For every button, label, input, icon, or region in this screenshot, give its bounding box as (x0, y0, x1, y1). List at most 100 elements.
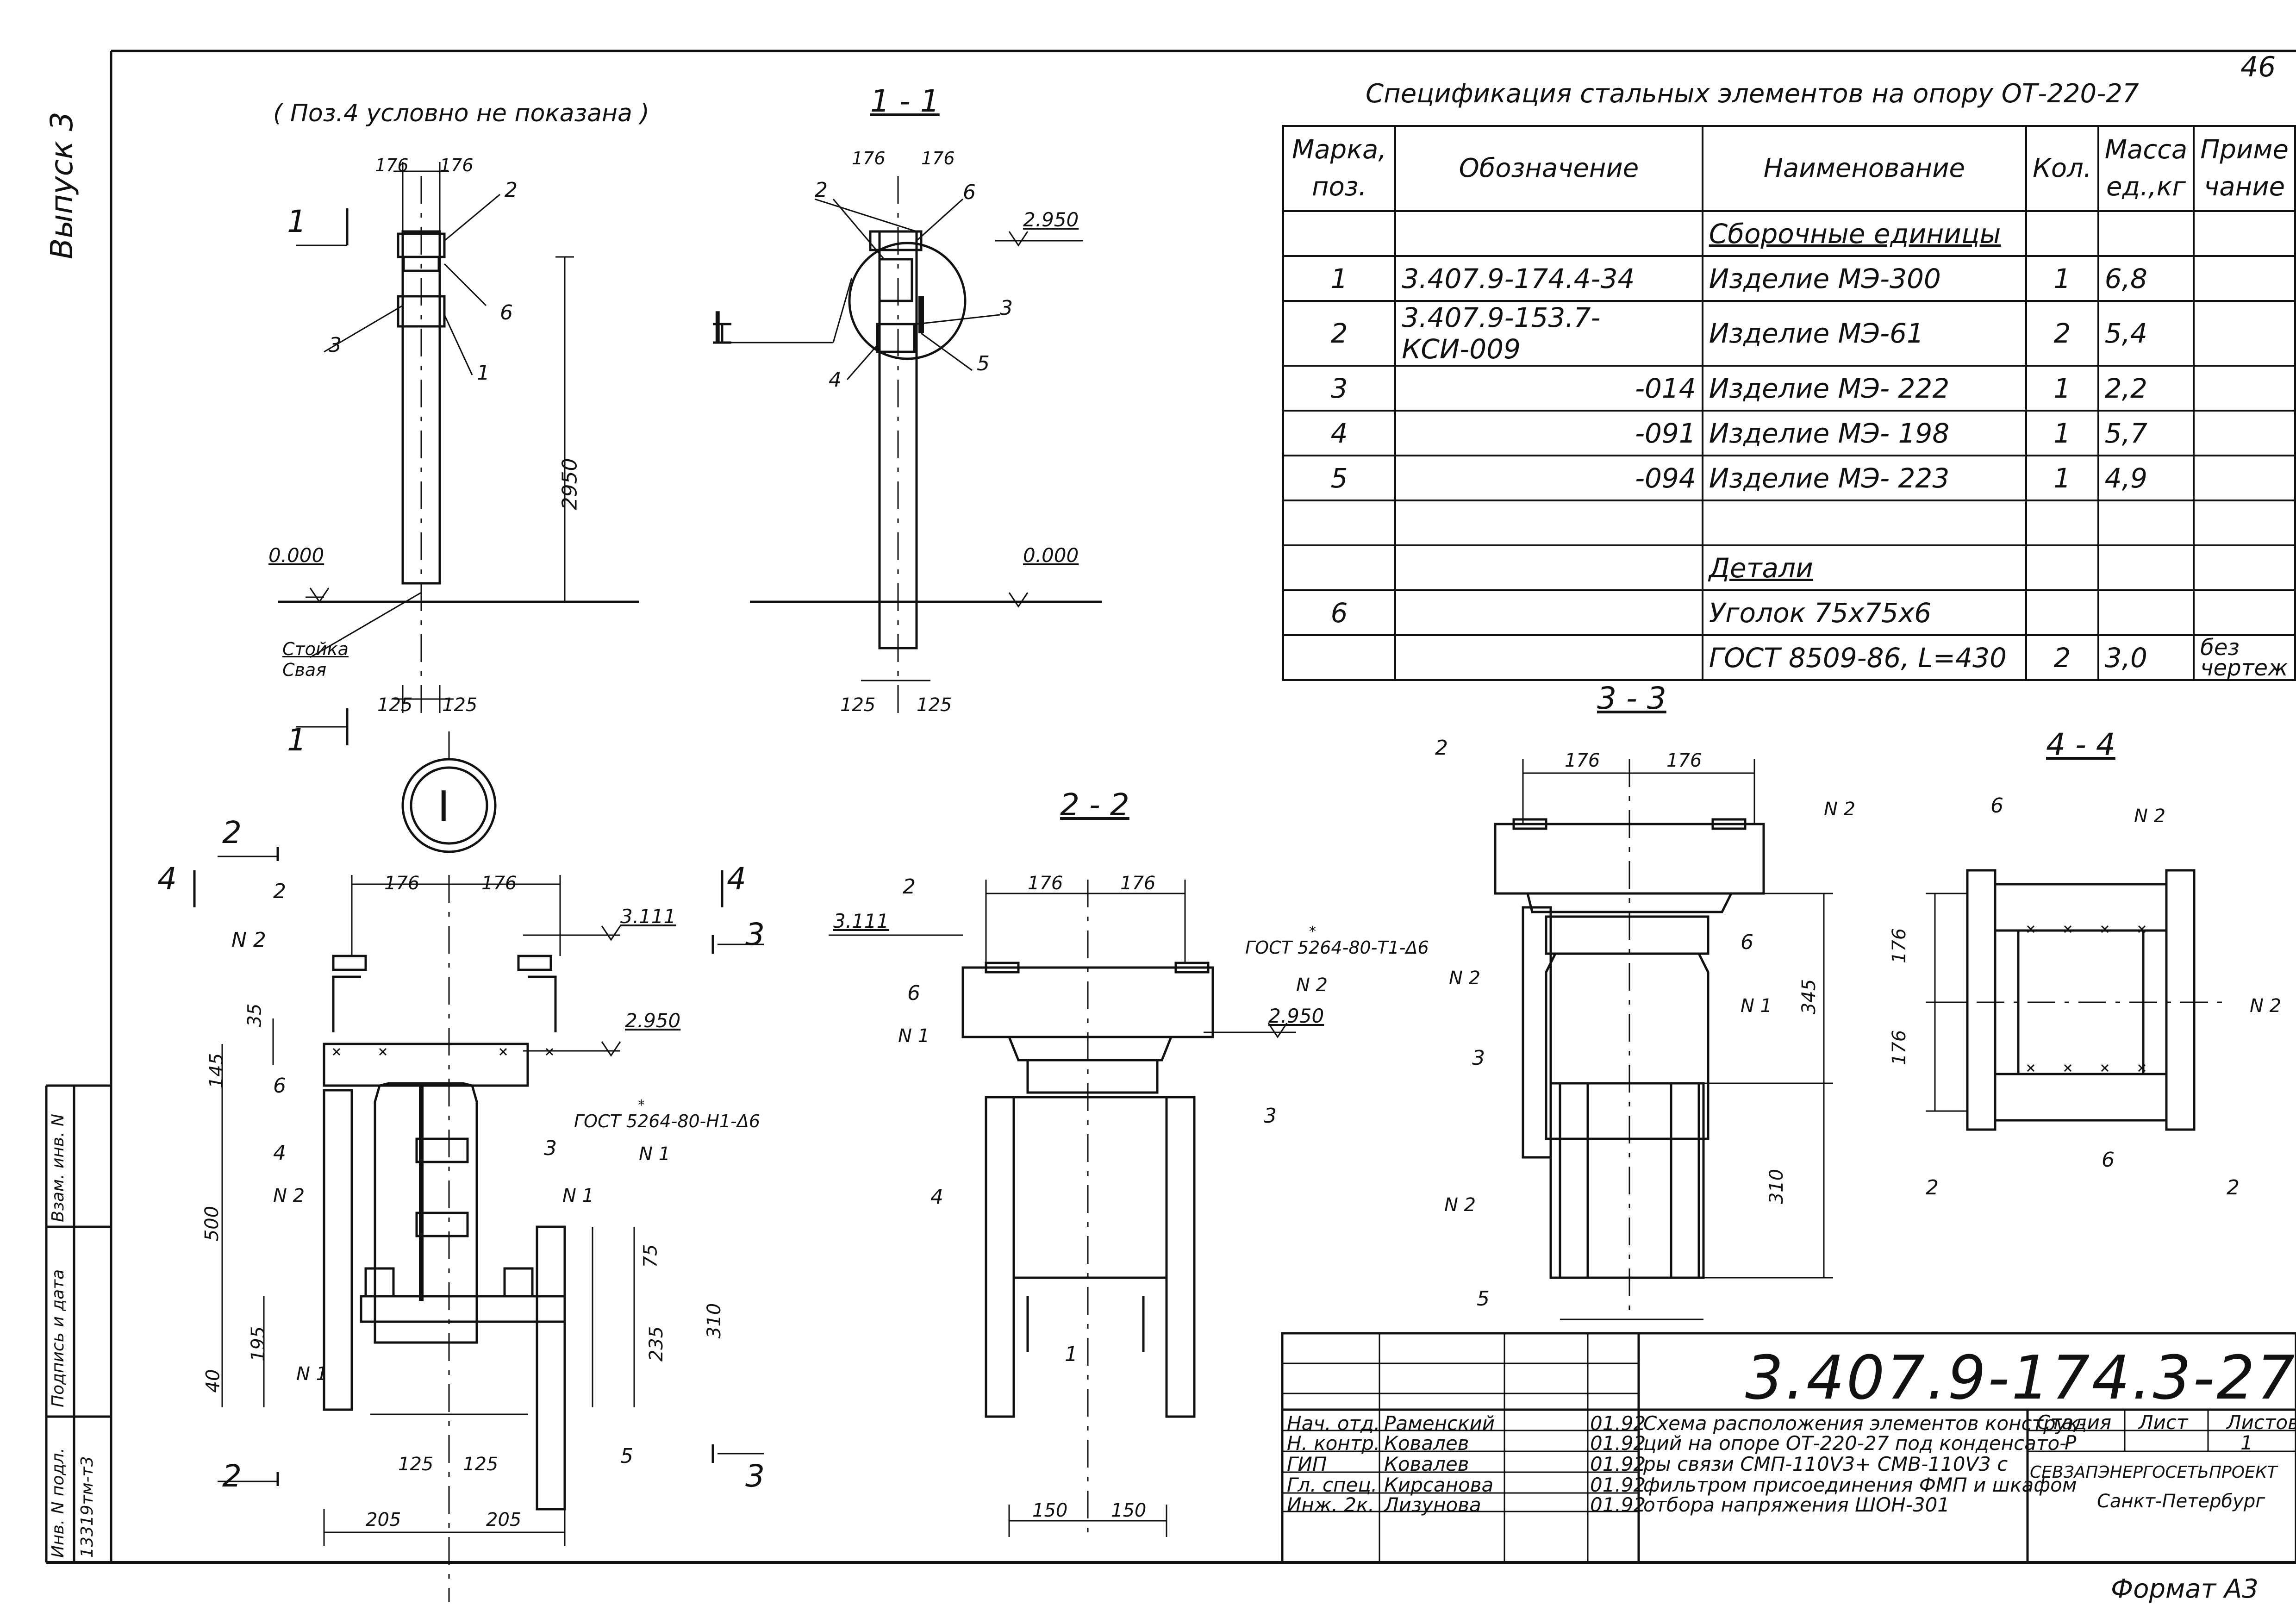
tb-date-4: 01.92 (1590, 1493, 1646, 1516)
spec-cell-pos: 5 (1282, 455, 1397, 501)
tb-desc-3: фильтром присоединения ФМП и шкафом (1643, 1474, 2077, 1496)
spec-cell-name: Уголок 75х75х6 (1701, 589, 2028, 636)
gost-t1-star: * (1309, 924, 1316, 940)
level-2950-c: 2.950 (1268, 1005, 1324, 1027)
dim-176-j: 176 (1666, 750, 1702, 771)
dim-176-k: 176 (1889, 928, 1910, 964)
tb-name-4: Лизунова (1384, 1493, 1481, 1516)
spec-cell-name: Изделие МЭ-61 (1701, 300, 2028, 367)
cut-3-top: 3 (745, 917, 765, 952)
callout-6-a: 6 (500, 301, 513, 325)
left-strip (45, 1084, 111, 1562)
tb-name-3: Кирсанова (1384, 1474, 1494, 1496)
dim-176-h: 176 (1120, 873, 1156, 894)
callout-n2-f: N 2 (2134, 806, 2166, 827)
callout-1-d: 1 (1065, 1343, 1078, 1366)
view-section-2-2 (829, 880, 1296, 1537)
table-row: 2 3.407.9-153.7-КСИ-009 Изделие МЭ-61 2 … (1282, 300, 2296, 367)
callout-6-e: 6 (1741, 931, 1753, 954)
gost-h1-label: ГОСТ 5264-80-Н1-Δ6 (574, 1111, 761, 1131)
section-title-1-1: 1 - 1 (870, 83, 940, 119)
dim-150-a: 150 (1032, 1500, 1068, 1521)
dim-125-c: 125 (840, 694, 876, 716)
callout-5-c: 5 (620, 1444, 633, 1468)
view-section-3-3 (1494, 759, 1833, 1320)
spec-cell-code: -014 (1394, 365, 1703, 412)
weld-marks (332, 925, 2146, 1072)
level-0000-b: 0.000 (1023, 544, 1079, 567)
callout-4-b: 4 (829, 368, 842, 392)
table-row: 1 3.407.9-174.4-34 Изделие МЭ-300 1 6,8 (1282, 255, 2296, 302)
spec-cell-name: Изделие МЭ- 223 (1701, 455, 2028, 501)
dim-150-b: 150 (1111, 1500, 1147, 1521)
dim-125-e: 125 (398, 1454, 434, 1475)
format-label: Формат А3 (2111, 1574, 2259, 1604)
dim-176-l: 176 (1889, 1030, 1910, 1066)
detail-callout-I: I (711, 303, 724, 352)
callout-n1-c: N 1 (898, 1025, 930, 1047)
spec-cell-pos: 6 (1282, 589, 1397, 636)
tb-date-2: 01.92 (1590, 1453, 1646, 1475)
spec-cell-code: 3.407.9-153.7-КСИ-009 (1394, 300, 1703, 367)
tb-role-2: ГИП (1287, 1453, 1327, 1475)
level-2950-a: 2.950 (1023, 208, 1079, 231)
spec-cell-name: Изделие МЭ- 222 (1701, 365, 2028, 412)
spec-cell-qty: 1 (2025, 365, 2099, 412)
dim-176-g: 176 (1028, 873, 1063, 894)
dim-125-b: 125 (442, 694, 478, 716)
callout-n1-e: N 1 (1741, 995, 1772, 1017)
spec-cell-qty: 1 (2025, 255, 2099, 302)
spec-group-assemblies: Сборочные единицы (1701, 210, 2028, 257)
callout-n2-g: N 2 (2250, 995, 2282, 1017)
spec-cell-pos: 2 (1282, 300, 1397, 367)
spec-group-row: Детали (1282, 544, 2296, 591)
callout-2-b: 2 (815, 178, 828, 202)
view-section-4-4 (1926, 869, 2222, 1131)
view-section-1-1 (713, 176, 1102, 722)
callout-2-c: 2 (273, 880, 286, 903)
spec-cell-qty: 2 (2025, 634, 2099, 681)
dim-125-f: 125 (463, 1454, 499, 1475)
callout-4-d: 4 (930, 1185, 943, 1209)
spec-cell-mass: 4,9 (2097, 455, 2195, 501)
page-number: 46 (2240, 51, 2276, 83)
tb-stage: Р (2065, 1431, 2077, 1454)
spec-header-row: Марка, поз. Обозначение Наименование Кол… (1282, 125, 2296, 212)
callout-n1-a: N 1 (562, 1185, 594, 1206)
tb-desc-0: Схема расположения элементов конструк- (1643, 1412, 2086, 1435)
gost-h1-star: * (638, 1097, 645, 1113)
note-pos4: ( Поз.4 условно не показана ) (273, 100, 649, 127)
dim-35: 35 (244, 1003, 266, 1027)
cut-1-bottom: 1 (287, 722, 306, 758)
drawing-code: 3.407.9-174.3-27 (1745, 1343, 2296, 1413)
tb-stage-label: Стадия (2037, 1411, 2112, 1434)
dim-125-d: 125 (917, 694, 952, 716)
cut-1-top: 1 (287, 204, 306, 239)
callout-n2-a: N 2 (231, 928, 266, 952)
strip-sign: Подпись и дата (49, 1269, 68, 1407)
spec-header-qty: Кол. (2025, 125, 2099, 212)
spec-header-note: Приме чание (2193, 125, 2296, 212)
tb-date-1: 01.92 (1590, 1432, 1646, 1455)
spec-cell-mass: 2,2 (2097, 365, 2195, 412)
view-elevation (278, 162, 639, 853)
tb-sheet: 1 (2240, 1431, 2253, 1454)
tb-sheets-label: Листов (2227, 1411, 2296, 1434)
dim-2950: 2950 (558, 458, 582, 510)
callout-6-c: 6 (273, 1074, 286, 1098)
dim-205-b: 205 (486, 1509, 522, 1530)
cut-2-top: 2 (222, 815, 242, 850)
spec-cell-qty: 1 (2025, 455, 2099, 501)
dim-345: 345 (1798, 979, 1820, 1015)
dim-145: 145 (206, 1053, 228, 1089)
tb-role-3: Гл. спец. (1287, 1474, 1378, 1496)
section-title-2-2: 2 - 2 (1060, 787, 1129, 823)
dim-40: 40 (202, 1369, 224, 1393)
cut-2-bottom: 2 (222, 1458, 242, 1494)
dim-195: 195 (248, 1326, 269, 1362)
spec-cell-name-gost: ГОСТ 8509-86, L=430 (1701, 634, 2028, 681)
tb-role-0: Нач. отд. (1287, 1412, 1380, 1435)
spec-header-pos: Марка, поз. (1282, 125, 1397, 212)
spec-group-row: Сборочные единицы (1282, 210, 2296, 257)
spec-cell-name: Изделие МЭ- 198 (1701, 410, 2028, 456)
